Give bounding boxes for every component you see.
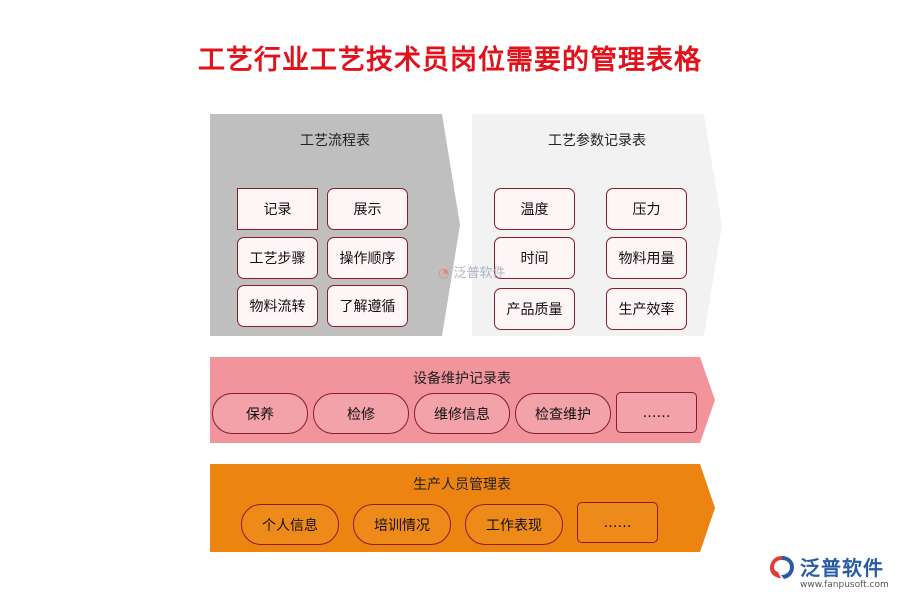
process-item-material-flow: 物料流转	[237, 285, 318, 327]
page-title: 工艺行业工艺技术员岗位需要的管理表格	[198, 45, 702, 76]
personnel-item-performance: 工作表现	[465, 504, 563, 545]
center-watermark: ◔ 泛普软件	[438, 262, 506, 281]
equipment-item-inspection: 检查维护	[515, 393, 611, 434]
process-item-record: 记录	[237, 188, 318, 230]
equipment-item-overhaul: 检修	[313, 393, 409, 434]
equipment-item-more: ……	[616, 392, 697, 433]
param-item-efficiency: 生产效率	[606, 288, 687, 330]
brand-logo: 泛普软件	[768, 552, 884, 581]
param-item-product-quality: 产品质量	[494, 288, 575, 330]
process-params-chevron	[472, 114, 722, 336]
process-flow-title: 工艺流程表	[300, 133, 370, 149]
param-item-material-usage: 物料用量	[606, 237, 687, 279]
equipment-maintenance-title: 设备维护记录表	[413, 371, 511, 387]
watermark-text: 泛普软件	[453, 266, 506, 281]
param-item-time: 时间	[494, 237, 575, 279]
process-params-title: 工艺参数记录表	[548, 133, 646, 149]
brand-url: www.fanpusoft.com	[800, 580, 889, 590]
equipment-item-upkeep: 保养	[212, 393, 308, 434]
watermark-logo-icon: ◔	[438, 266, 450, 281]
process-item-sequence: 操作顺序	[327, 237, 408, 279]
process-item-display: 展示	[327, 188, 408, 230]
process-item-understand: 了解遵循	[327, 285, 408, 327]
param-item-temperature: 温度	[494, 188, 575, 230]
brand-logo-text: 泛普软件	[800, 556, 884, 580]
brand-logo-icon	[770, 555, 794, 579]
process-item-steps: 工艺步骤	[237, 237, 318, 279]
personnel-management-panel: 生产人员管理表 个人信息 培训情况 工作表现 ……	[210, 464, 716, 552]
process-flow-panel: 工艺流程表 记录 展示 工艺步骤 操作顺序 物料流转 了解遵循	[210, 114, 462, 336]
personnel-item-more: ……	[577, 502, 658, 543]
param-item-pressure: 压力	[606, 188, 687, 230]
equipment-maintenance-panel: 设备维护记录表 保养 检修 维修信息 检查维护 ……	[210, 357, 716, 443]
personnel-item-training: 培训情况	[353, 504, 451, 545]
process-params-panel: 工艺参数记录表 温度 压力 时间 物料用量 产品质量 生产效率	[472, 114, 724, 336]
personnel-management-title: 生产人员管理表	[413, 477, 511, 493]
equipment-item-repair-info: 维修信息	[414, 393, 510, 434]
personnel-item-personal-info: 个人信息	[241, 504, 339, 545]
